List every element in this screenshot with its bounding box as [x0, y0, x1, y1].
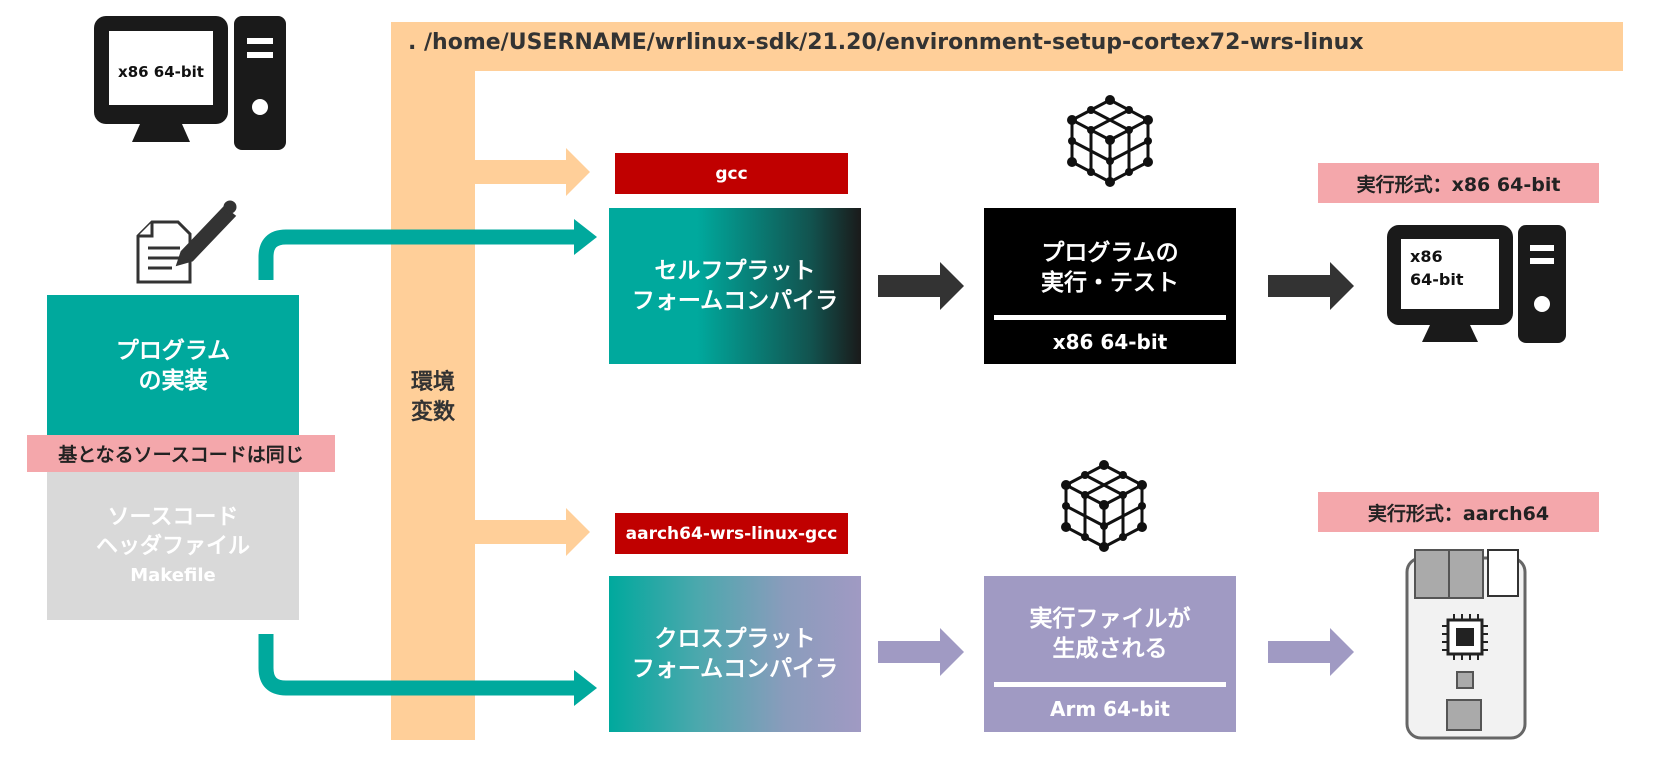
gcc-tool-label: gcc [615, 153, 848, 194]
teal-arrowhead-self [574, 219, 597, 255]
target-pc-label-line2: 64-bit [1410, 270, 1464, 289]
cross-platform-compiler-label: クロスプラット フォームコンパイラ [631, 626, 839, 682]
env-variable-label: 環境 変数 [410, 370, 455, 425]
program-implementation-label: プログラム の実装 [115, 338, 231, 394]
self-platform-compiler-label: セルフプラット フォームコンパイラ [631, 258, 839, 314]
executable-arch-label: Arm 64-bit [1049, 697, 1170, 721]
executable-generated-label: 実行ファイルが 生成される [1029, 606, 1191, 662]
env-setup-command: . /home/USERNAME/wrlinux-sdk/21.20/envir… [408, 30, 1364, 55]
executable-generated-block [984, 576, 1236, 732]
teal-arrow-to-self-compiler [258, 229, 574, 280]
target-pc-label-line1: x86 [1410, 247, 1443, 266]
exec-format-x86-label: 実行形式：x86 64-bit [1318, 163, 1599, 203]
run-test-arch-label: x86 64-bit [1052, 330, 1168, 354]
run-test-block [984, 208, 1236, 364]
cross-platform-compiler-block: クロスプラット フォームコンパイラ [609, 576, 861, 732]
teal-arrow-to-cross-compiler [258, 634, 574, 696]
makefile-item: Makefile [130, 564, 216, 586]
purple-arrow-executable-to-board [1268, 628, 1354, 676]
run-test-divider [994, 315, 1226, 320]
document-pencil-icon [136, 200, 237, 284]
source-code-item: ソースコード [107, 504, 239, 530]
cube-network-icon [1067, 95, 1153, 187]
cube-network-icon-2 [1061, 460, 1147, 552]
host-computer-icon: x86 64-bit [94, 16, 286, 150]
dark-arrow-compile-to-test [878, 262, 964, 310]
header-file-item: ヘッダファイル [95, 533, 250, 559]
same-source-label: 基となるソースコードは同じ [27, 435, 335, 472]
env-arrow-to-gcc [475, 148, 590, 196]
env-command-bar [391, 22, 1623, 71]
env-arrow-to-aarch64-gcc [475, 508, 590, 556]
aarch64-gcc-tool-label: aarch64-wrs-linux-gcc [615, 513, 848, 554]
purple-arrow-compile-to-executable [878, 628, 964, 676]
embedded-board-icon [1405, 549, 1527, 740]
exec-format-aarch64-label: 実行形式：aarch64 [1318, 492, 1599, 532]
env-variable-bar [391, 22, 475, 740]
teal-arrowhead-cross [574, 670, 597, 706]
run-test-label: プログラムの 実行・テスト [1041, 240, 1179, 296]
source-files-block: ソースコード ヘッダファイル Makefile [47, 472, 299, 620]
self-platform-compiler-block: セルフプラット フォームコンパイラ [609, 208, 861, 364]
dark-arrow-test-to-pc [1268, 262, 1354, 310]
program-implementation-block: プログラム の実装 [47, 295, 299, 437]
target-computer-icon: x86 64-bit [1387, 225, 1566, 343]
executable-generated-divider [994, 682, 1226, 687]
host-computer-label: x86 64-bit [118, 63, 204, 81]
